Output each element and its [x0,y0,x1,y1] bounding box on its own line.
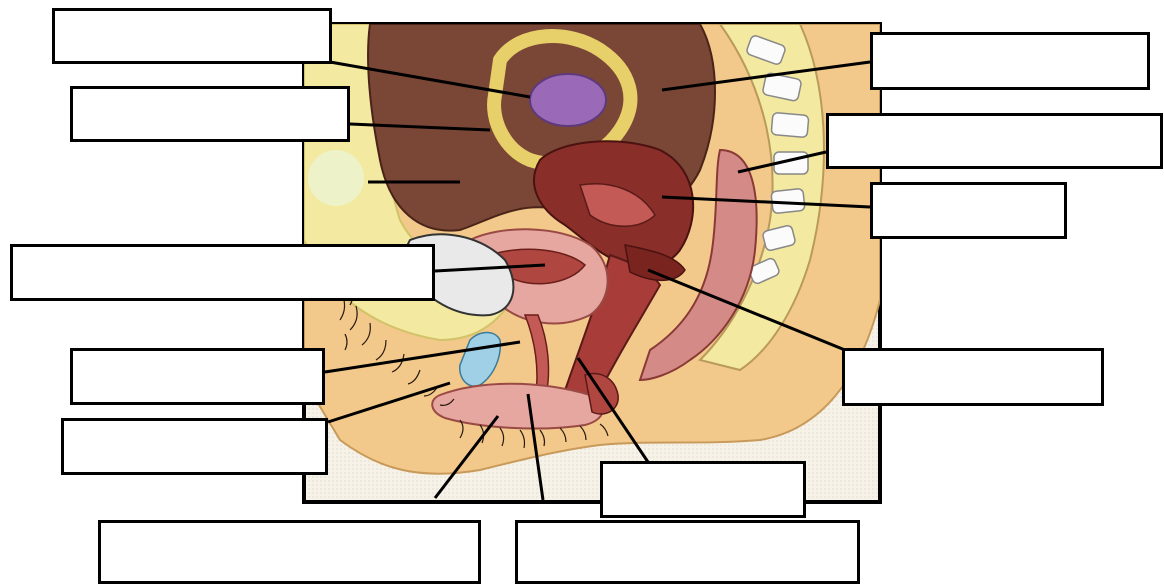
label-box-12[interactable] [515,520,860,584]
label-box-3[interactable] [870,32,1150,90]
label-box-9[interactable] [61,418,328,475]
pale-region [308,150,364,206]
label-box-7[interactable] [842,348,1104,406]
ovary [530,74,606,126]
label-box-8[interactable] [70,348,325,405]
label-box-5[interactable] [870,182,1067,239]
label-box-11[interactable] [98,520,481,584]
label-box-10[interactable] [600,461,806,518]
label-box-4[interactable] [826,113,1163,169]
label-box-2[interactable] [70,86,350,142]
label-box-1[interactable] [52,8,332,64]
label-box-6[interactable] [10,244,435,301]
